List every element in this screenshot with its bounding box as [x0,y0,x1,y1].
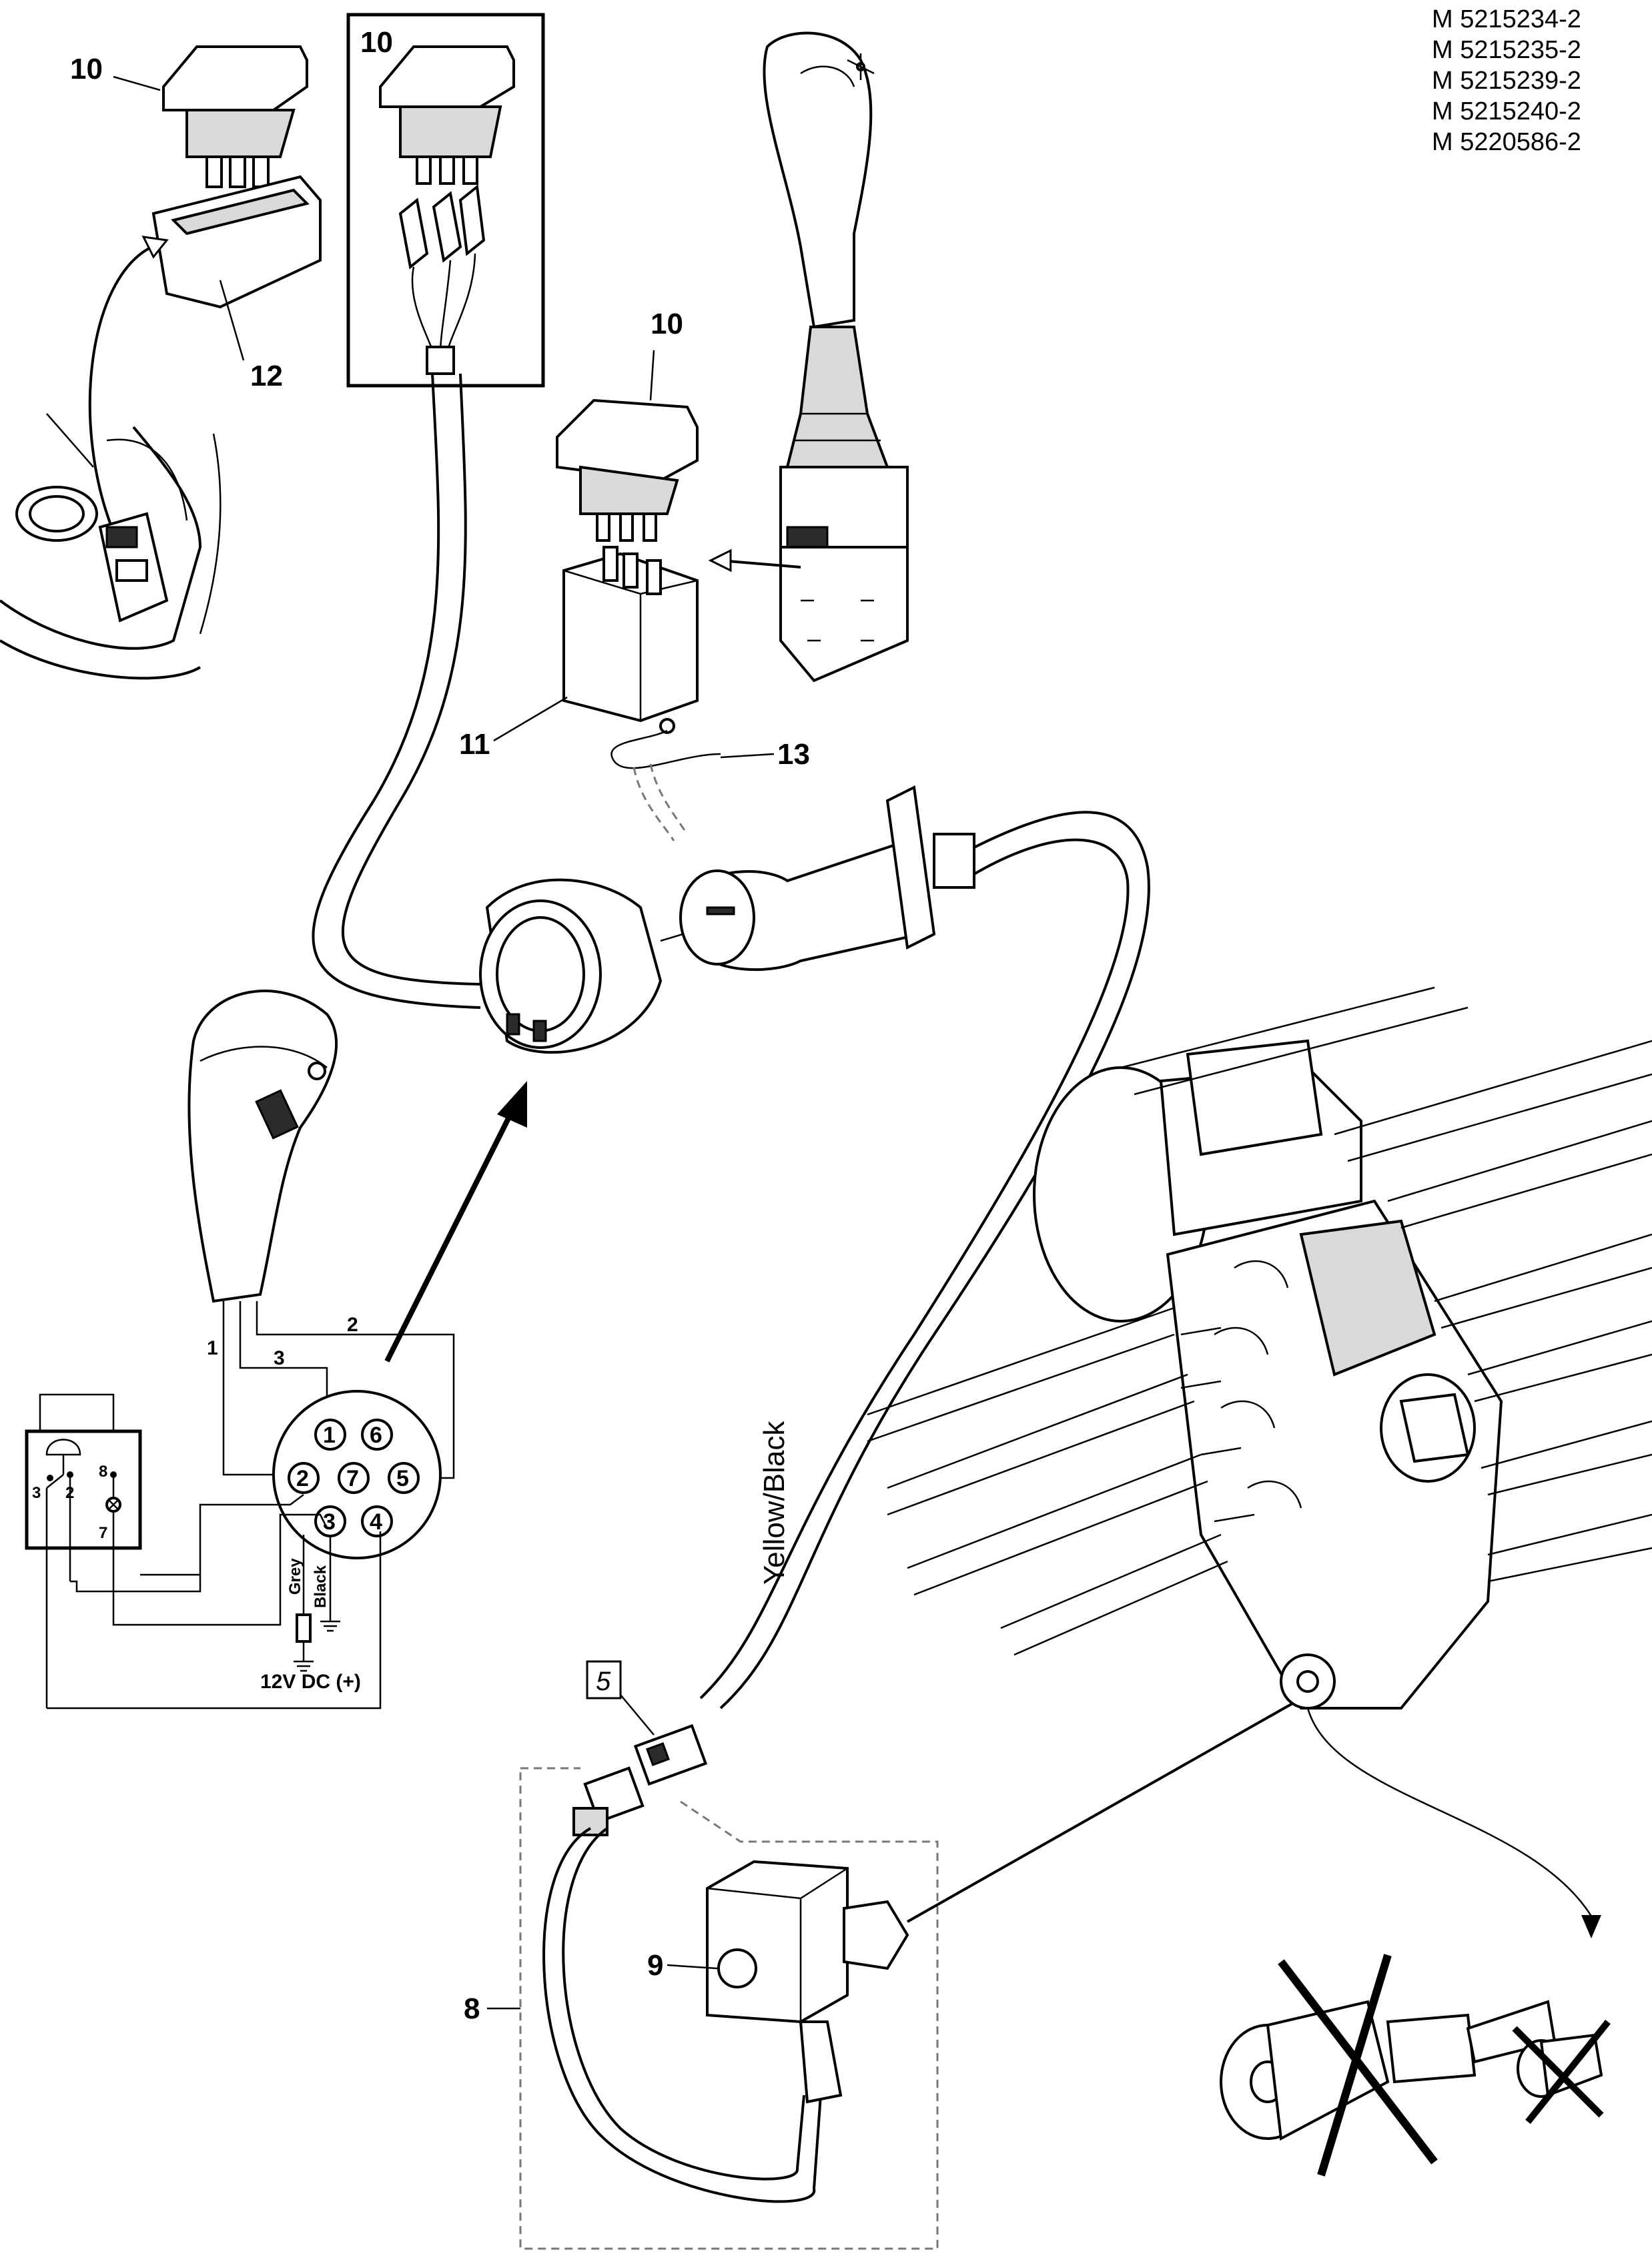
callout-12: 12 [250,360,283,392]
cable-color-label: Yellow/Black [758,1421,791,1585]
wire-1 [222,1301,284,1476]
wire-3 [239,1301,328,1405]
solenoid-valve-icon [542,1827,909,2203]
crossed-out-icon [1220,1954,1557,2177]
part-number: M 5215234-2 [1432,5,1581,33]
wire-color-label: Black [312,1565,330,1608]
supply-label: 12V DC (+) [260,1671,361,1693]
pin-number: 5 [396,1466,409,1491]
wire-number: 3 [274,1347,285,1369]
pin-number: 6 [370,1423,382,1448]
relay-terminal: 7 [99,1524,107,1542]
part-number: M 5215240-2 [1432,97,1581,125]
relay-icon [562,546,721,841]
install-arrow [88,242,161,548]
part-number: M 5215235-2 [1432,36,1581,64]
wire-number: 1 [207,1337,218,1359]
ground-icon [294,1660,314,1672]
crossed-out-icon [1512,2019,1611,2125]
callout-13: 13 [777,738,810,771]
dashboard [0,413,222,680]
round-plug [679,785,1150,1710]
round-socket [479,878,663,1054]
wire-2 [256,1301,455,1479]
switch-cable [312,373,481,1009]
callout-5: 5 [596,1667,611,1696]
relay-terminal: 8 [99,1463,107,1481]
pin-number: 2 [296,1466,309,1491]
rocker-switch-icon [379,45,515,375]
pin-number: 1 [323,1423,336,1448]
callout-10: 10 [651,308,683,340]
gear-lever-icon [187,990,338,1303]
pin-number: 7 [346,1466,359,1491]
kit-boundary [519,1767,939,2250]
inline-connector [572,1724,708,1836]
control-rods [867,986,1652,1656]
rocker-switch-icon [162,45,308,188]
part-number: M 5215239-2 [1432,67,1581,95]
valve-block [1033,1039,1503,1710]
callout-9: 9 [647,1949,663,1982]
callout-10: 10 [70,53,103,85]
joystick-icon [763,31,909,683]
arrow-joystick-relay [720,559,801,569]
switch-holder [151,175,322,309]
wire-number: 2 [347,1314,358,1336]
callout-11: 11 [459,728,490,761]
pin-number: 4 [370,1509,382,1535]
valve-location-line [907,1694,1308,1923]
ground-icon [320,1615,340,1632]
callout-5-box [586,1660,622,1700]
fuse-icon [296,1613,312,1643]
part-number: M 5220586-2 [1432,128,1581,156]
connection-arrow [384,1106,516,1363]
relay-terminal: 2 [65,1484,74,1502]
callout-8: 8 [464,1992,480,2025]
connector-face: 1 6 2 7 5 3 4 [272,1390,442,1559]
part-number-list: M 5215234-2 M 5215235-2 M 5215239-2 M 52… [1432,4,1645,157]
relay-terminal: 3 [32,1484,41,1502]
pin-number: 3 [323,1509,336,1535]
callout-10: 10 [360,26,393,59]
switch-detail-inset [346,13,545,388]
relay-schematic: 3 2 8 7 [25,1393,142,1708]
wire-color-label: Grey [286,1558,304,1595]
rocker-switch-icon [556,398,699,542]
